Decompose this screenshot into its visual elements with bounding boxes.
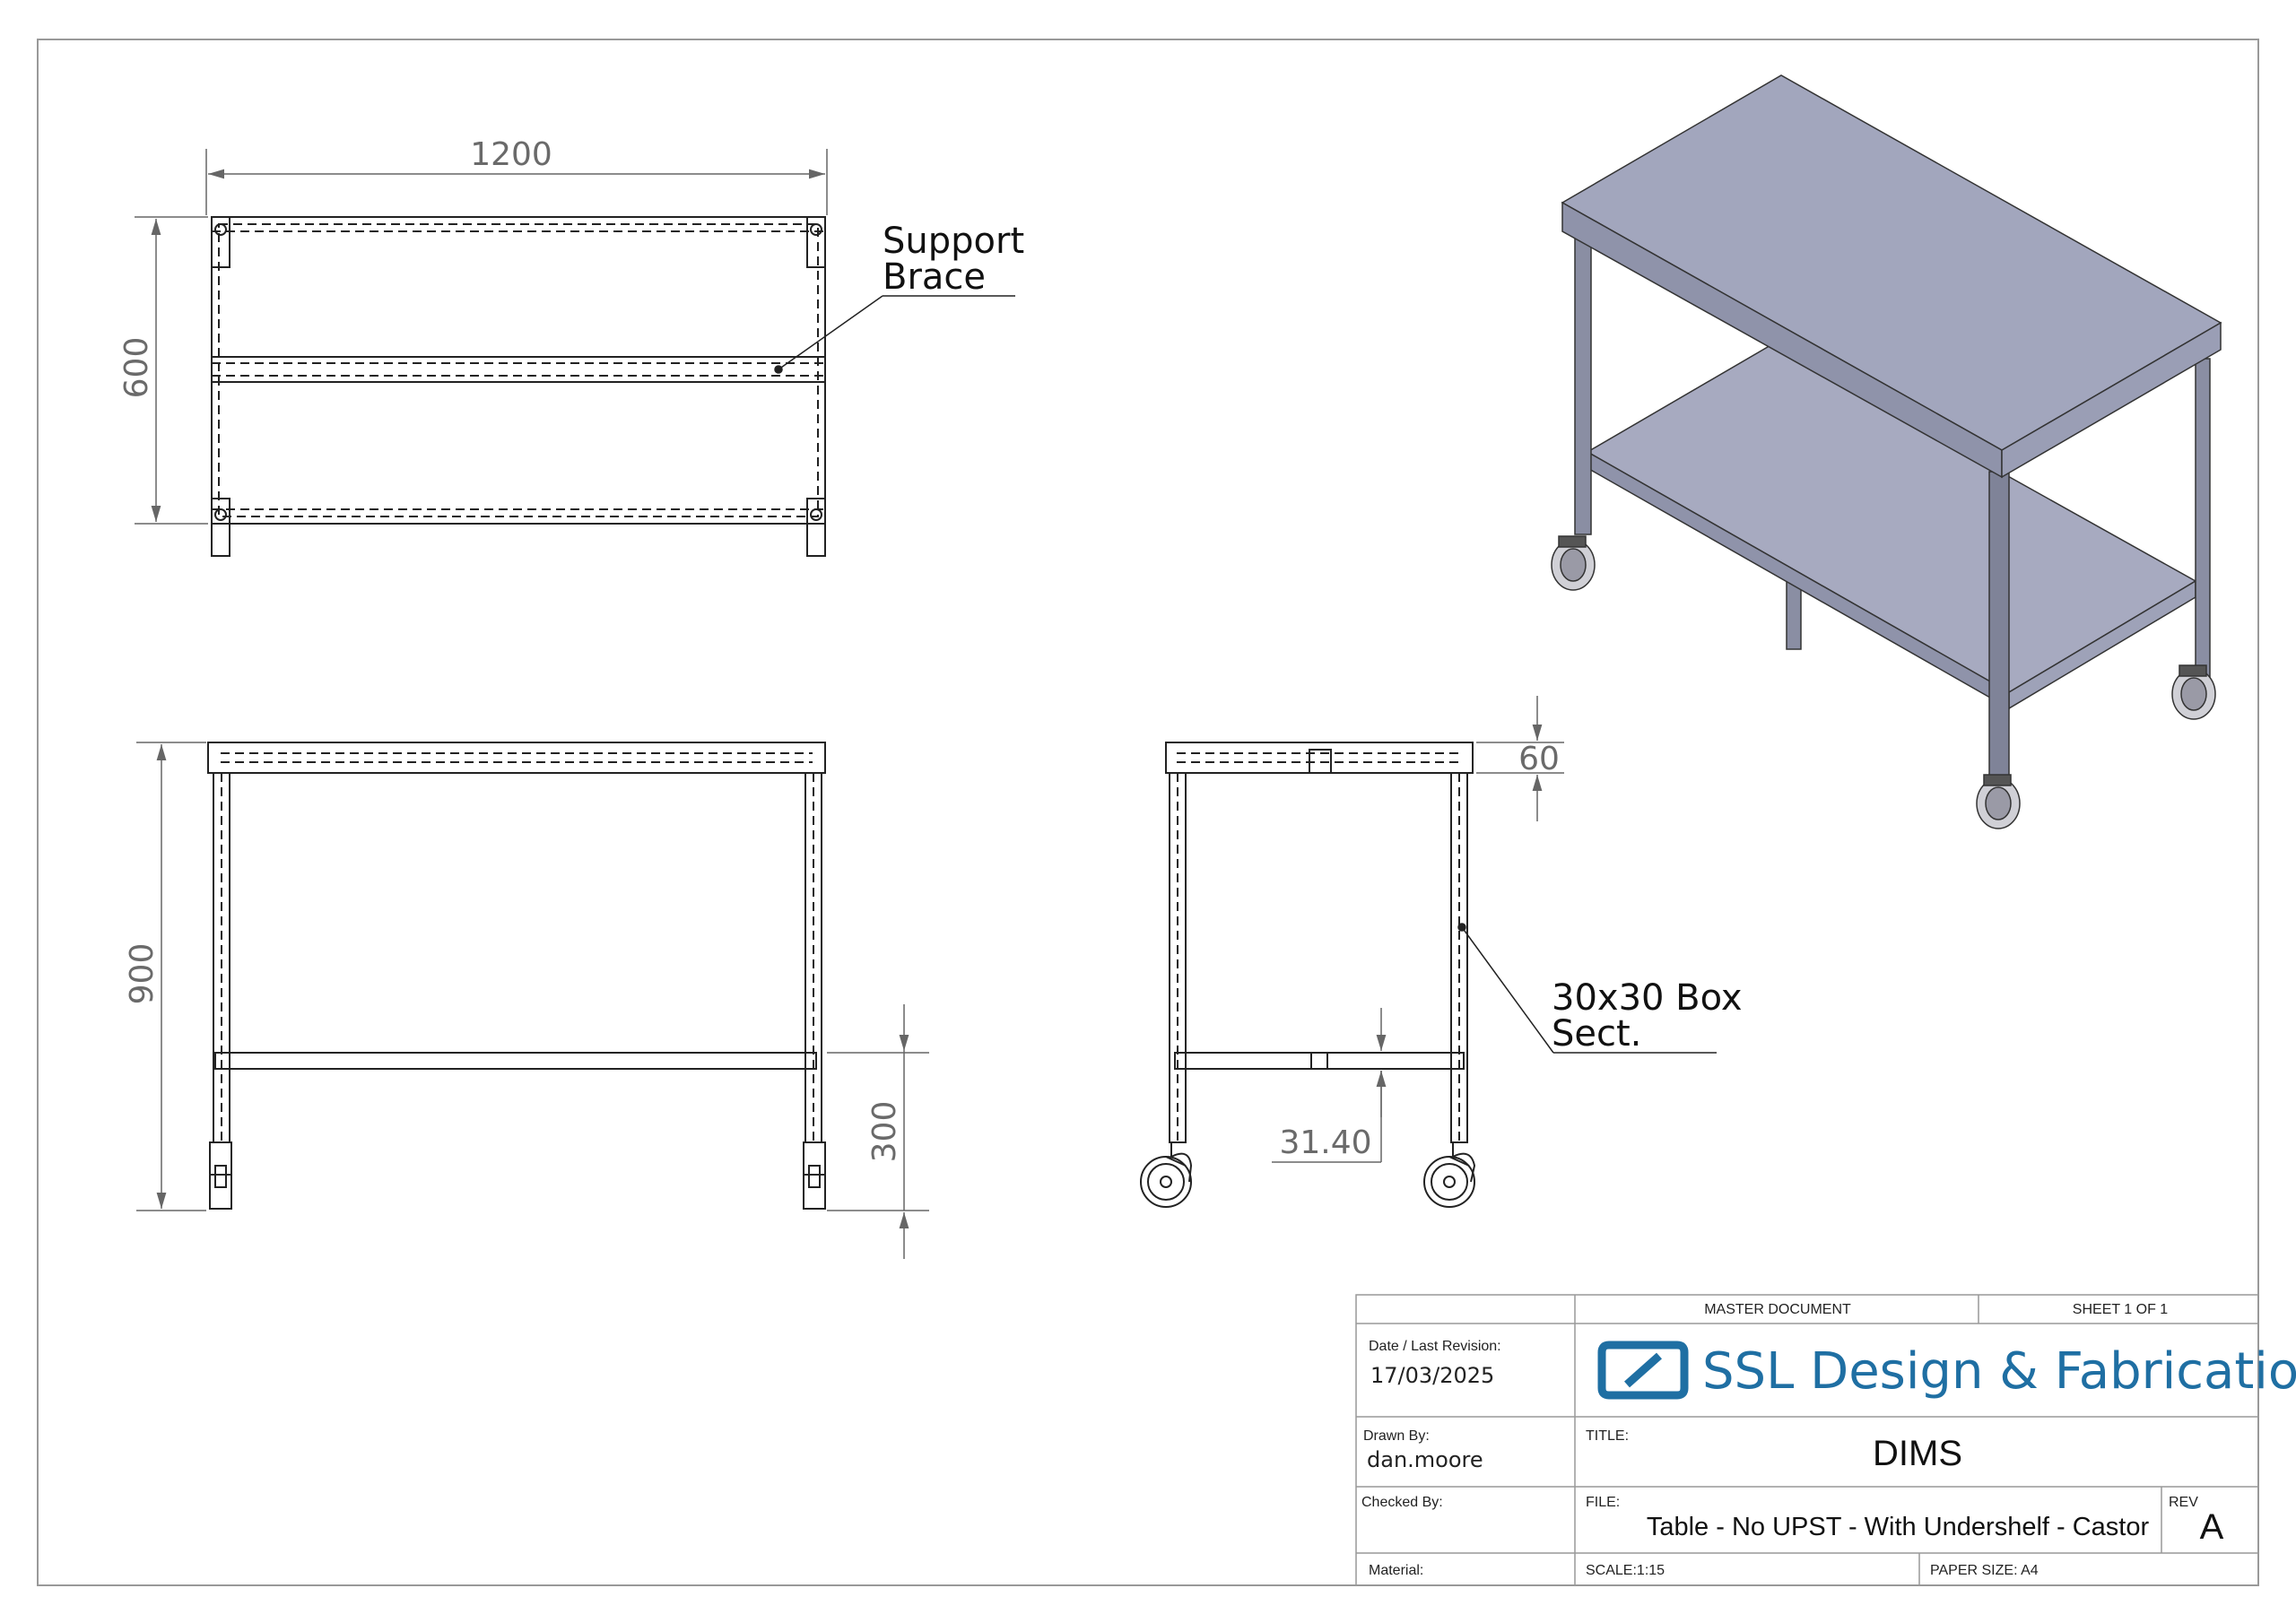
drawn-by-value: dan.moore	[1367, 1447, 1483, 1472]
title-value: DIMS	[1873, 1434, 1962, 1473]
undershelf-height-dimension	[827, 1004, 929, 1259]
support-brace-label-2: Brace	[883, 256, 986, 298]
checked-by-label: Checked By:	[1361, 1495, 1443, 1510]
support-brace-leader	[774, 295, 1015, 374]
undershelf-height-label: 300	[866, 1101, 903, 1163]
file-value: Table - No UPST - With Undershelf - Cast…	[1647, 1513, 2150, 1541]
front-height-label: 900	[124, 943, 161, 1005]
shelf-offset-dimension	[1272, 1008, 1387, 1163]
side-view	[1140, 742, 1476, 1208]
rev-value: A	[2200, 1507, 2224, 1547]
top-depth-label: 600	[118, 337, 155, 399]
title-block	[1355, 1294, 2259, 1586]
material-label: Material:	[1369, 1563, 1423, 1578]
company-name: SSL Design & Fabrication	[1702, 1342, 2296, 1401]
box-section-leader	[1457, 923, 1717, 1054]
paper-size: PAPER SIZE: A4	[1930, 1563, 2039, 1578]
master-document: MASTER DOCUMENT	[1704, 1302, 1851, 1317]
company-logo-icon	[1597, 1341, 1689, 1400]
front-view	[207, 742, 826, 1210]
sheet-number: SHEET 1 OF 1	[2073, 1302, 2169, 1317]
front-height-dimension	[136, 742, 206, 1211]
rev-label: REV	[2169, 1495, 2198, 1510]
shelf-offset-label: 31.40	[1279, 1124, 1371, 1161]
support-brace-label-1: Support	[883, 221, 1024, 262]
sheet-border	[37, 39, 2259, 1586]
date-value: 17/03/2025	[1370, 1363, 1494, 1388]
top-width-dimension	[205, 149, 828, 215]
top-depth-dimension	[135, 216, 208, 525]
title-label: TITLE:	[1586, 1428, 1629, 1444]
box-section-label-2: Sect.	[1552, 1013, 1641, 1055]
isometric-view	[1551, 74, 2222, 829]
box-section-label-1: 30x30 Box	[1552, 977, 1743, 1019]
drawn-by-label: Drawn By:	[1363, 1428, 1430, 1444]
top-view	[211, 216, 826, 557]
top-thickness-dimension	[1476, 696, 1564, 821]
file-label: FILE:	[1586, 1495, 1620, 1510]
top-thickness-label: 60	[1518, 741, 1560, 777]
scale: SCALE:1:15	[1586, 1563, 1665, 1578]
date-label: Date / Last Revision:	[1369, 1339, 1501, 1354]
top-width-label: 1200	[470, 136, 552, 173]
